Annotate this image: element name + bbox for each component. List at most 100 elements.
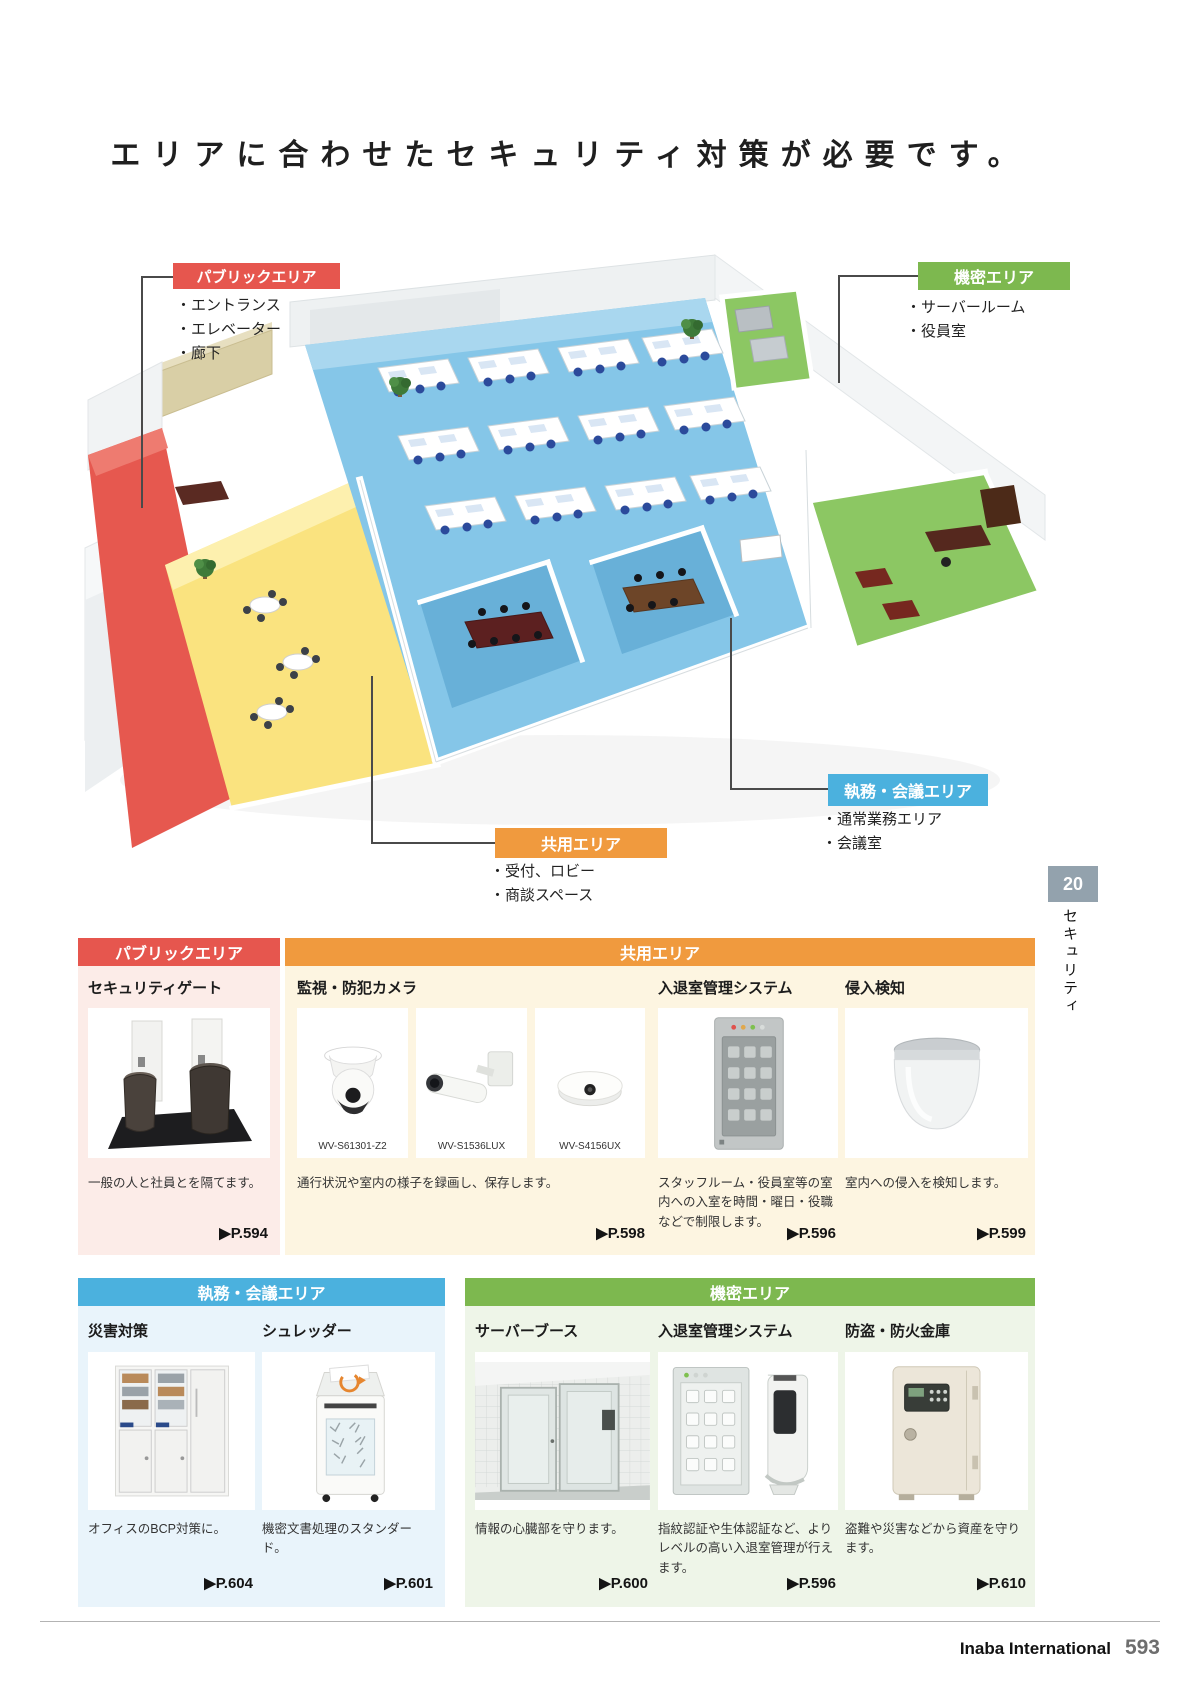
meeting-room-tables xyxy=(464,534,783,649)
section-header-common: 共用エリア xyxy=(285,938,1035,966)
footer-divider xyxy=(40,1621,1160,1622)
page-ref-security-gate: ▶P.594 xyxy=(219,1225,268,1242)
product-caption-access-confidential: 指紋認証や生体認証など、よりレベルの高い入退室管理が行えます。 xyxy=(658,1522,834,1575)
camera-model-label: WV-S4156UX xyxy=(559,1141,621,1152)
product-caption-shredder: 機密文書処理のスタンダード。 xyxy=(262,1522,413,1556)
security-gate-icon xyxy=(108,1018,252,1149)
reception-desk xyxy=(175,481,229,505)
callout-connector xyxy=(371,676,373,844)
callout-badge-office: 執務・会議エリア xyxy=(828,774,988,806)
callout-item: ・役員室 xyxy=(906,323,967,340)
section-panel-confidential: サーバーブース 情報の心臓部を守ります。 ▶P.6 xyxy=(465,1306,1035,1607)
callout-item: ・エレベーター xyxy=(176,321,282,338)
page-ref-access-confidential: ▶P.596 xyxy=(787,1575,836,1592)
callout-item: ・会議室 xyxy=(822,835,883,852)
bullet-camera-icon xyxy=(425,1051,513,1103)
shredder-icon xyxy=(315,1364,385,1502)
product-name-shredder: シュレッダー xyxy=(262,1323,352,1340)
server-room-shelves xyxy=(734,305,789,363)
footer: Inaba International 593 xyxy=(960,1636,1160,1660)
product-caption-access-common: スタッフルーム・役員室等の室内への入室を時間・曜日・役職などで制限します。 xyxy=(658,1176,834,1229)
footer-brand: Inaba International xyxy=(959,1639,1111,1658)
floor-zone-public xyxy=(88,428,238,848)
ptz-camera-icon xyxy=(323,1046,382,1115)
intrusion-sensor-icon xyxy=(893,1037,980,1130)
page-ref-access-common: ▶P.596 xyxy=(787,1225,836,1242)
callout-list-public: ・エントランス ・エレベーター ・廊下 xyxy=(176,294,281,366)
page-ref-cameras: ▶P.598 xyxy=(596,1225,645,1242)
callout-connector xyxy=(141,276,173,278)
product-image-disaster xyxy=(88,1352,255,1510)
section-panel-common: 監視・防犯カメラ WV-S61301-Z2 WV-S1536L xyxy=(285,966,1035,1255)
product-name-access-common: 入退室管理システム xyxy=(658,980,793,997)
product-image-shredder xyxy=(262,1352,435,1510)
page-ref-intrusion: ▶P.599 xyxy=(977,1225,1026,1242)
product-image-access-confidential xyxy=(658,1352,838,1510)
page-ref-disaster: ▶P.604 xyxy=(204,1575,253,1592)
section-header-public: パブリックエリア xyxy=(78,938,280,966)
page-ref-shredder: ▶P.601 xyxy=(384,1575,433,1592)
product-name-intrusion: 侵入検知 xyxy=(845,980,906,997)
callout-badge-confidential: 機密エリア xyxy=(918,262,1070,290)
callout-item: ・商談スペース xyxy=(490,887,594,904)
product-caption-cameras: 通行状況や室内の様子を録画し、保存します。 xyxy=(297,1176,559,1190)
product-name-access-confidential: 入退室管理システム xyxy=(658,1323,793,1340)
camera-model-label: WV-S61301-Z2 xyxy=(318,1141,387,1152)
product-caption-safe: 盗難や災害などから資産を守ります。 xyxy=(845,1522,1021,1556)
page-ref-safe: ▶P.610 xyxy=(977,1575,1026,1592)
product-image-camera-bullet: WV-S1536LUX xyxy=(416,1008,527,1158)
product-image-security-gate xyxy=(88,1008,270,1158)
product-caption-disaster: オフィスのBCP対策に。 xyxy=(88,1522,226,1536)
callout-badge-common: 共用エリア xyxy=(495,828,667,858)
biometric-access-icon xyxy=(672,1367,809,1495)
product-image-intrusion xyxy=(845,1008,1028,1158)
disaster-cabinet-icon xyxy=(114,1365,229,1497)
callout-item: ・通常業務エリア xyxy=(822,811,943,828)
section-header-office: 執務・会議エリア xyxy=(78,1278,445,1306)
callout-badge-public: パブリックエリア xyxy=(173,263,340,289)
product-image-safe xyxy=(845,1352,1028,1510)
partition-wall-shadows xyxy=(359,449,812,763)
product-name-server-booth: サーバーブース xyxy=(475,1323,579,1340)
keypad-icon xyxy=(714,1016,784,1150)
callout-connector xyxy=(838,275,918,277)
section-panel-office: 災害対策 オフィスのBCP対策に。 ▶P.604 シュレッダー xyxy=(78,1306,445,1607)
product-name-security-gate: セキュリティゲート xyxy=(88,980,223,997)
executive-furniture xyxy=(855,485,1021,620)
chapter-tab-label: セキュリティ xyxy=(1061,908,1078,1016)
fisheye-camera-icon xyxy=(557,1071,623,1107)
floor-plan-illustration xyxy=(84,254,1046,848)
product-caption-intrusion: 室内への侵入を検知します。 xyxy=(845,1176,1007,1190)
callout-connector xyxy=(838,275,840,383)
product-image-server-booth xyxy=(475,1352,650,1510)
chapter-tab: 20 xyxy=(1048,866,1098,902)
footer-page-number: 593 xyxy=(1124,1636,1160,1659)
floor-zone-executive xyxy=(812,472,1040,648)
product-name-disaster: 災害対策 xyxy=(88,1323,149,1340)
camera-model-label: WV-S1536LUX xyxy=(437,1141,506,1152)
callout-connector xyxy=(371,842,495,844)
floor-zone-office xyxy=(305,298,808,763)
product-name-cameras: 監視・防犯カメラ xyxy=(297,980,418,997)
callout-list-office: ・通常業務エリア ・会議室 xyxy=(822,808,942,856)
product-image-access-common xyxy=(658,1008,838,1158)
safe-icon xyxy=(892,1365,981,1500)
section-panel-public: セキュリティゲート 一般の人と社員とを隔てます。 ▶P.594 xyxy=(78,966,280,1255)
page-title: エリアに合わせたセキュリティ対策が必要です。 xyxy=(110,139,1030,172)
callout-list-confidential: ・サーバールーム ・役員室 xyxy=(906,296,1025,344)
callout-connector xyxy=(141,276,143,508)
product-caption-server-booth: 情報の心臓部を守ります。 xyxy=(475,1522,624,1536)
section-header-confidential: 機密エリア xyxy=(465,1278,1035,1306)
server-booth-icon xyxy=(475,1362,650,1500)
product-caption-security-gate: 一般の人と社員とを隔てます。 xyxy=(88,1176,262,1190)
callout-connector xyxy=(730,618,732,790)
floor-zone-lobby xyxy=(165,478,438,808)
callout-connector xyxy=(730,788,828,790)
page-ref-server-booth: ▶P.600 xyxy=(599,1575,648,1592)
callout-item: ・受付、ロビー xyxy=(490,863,596,880)
product-image-camera-ptz: WV-S61301-Z2 xyxy=(297,1008,408,1158)
callout-item: ・サーバールーム xyxy=(906,299,1026,316)
product-name-safe: 防盗・防火金庫 xyxy=(845,1323,951,1340)
callout-item: ・廊下 xyxy=(176,345,222,362)
